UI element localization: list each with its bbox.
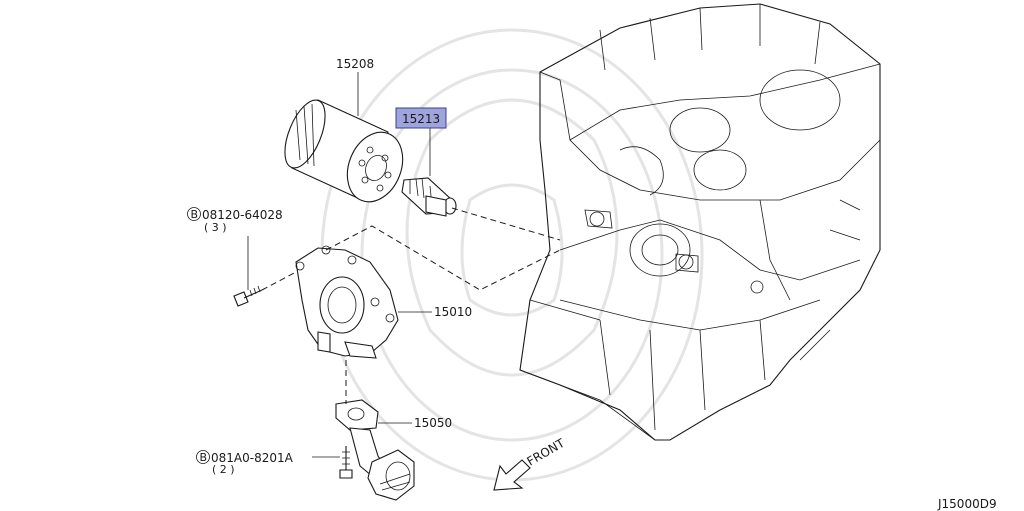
oil-pump-part-number[interactable]: 15010 (434, 305, 472, 319)
front-label: FRONT (525, 436, 568, 469)
bolt-lower-qty: ( 2 ) (212, 463, 235, 476)
bolt-upper-callout[interactable]: B 08120-64028 ( 3 ) (187, 207, 283, 235)
bolt-upper[interactable] (233, 285, 263, 307)
bolt-upper-marker: B (191, 208, 199, 221)
front-direction-indicator: FRONT (493, 436, 568, 491)
oil-strainer[interactable] (335, 399, 415, 501)
bolt-lower-marker: B (200, 451, 208, 464)
bolt-lower-part-number[interactable]: 081A0-8201A (211, 451, 294, 465)
front-arrow-icon (493, 459, 531, 491)
bolt-marker-icon (187, 207, 201, 221)
connector-stud[interactable] (401, 177, 457, 217)
assembly-lines (261, 207, 561, 404)
bolt-lower-callout[interactable]: B 081A0-8201A ( 2 ) (196, 450, 294, 477)
connector-stud-part-number[interactable]: 15213 (402, 112, 440, 126)
oil-pump[interactable] (295, 245, 399, 359)
oil-filter-part-number[interactable]: 15208 (336, 57, 374, 71)
watermark-emblem (320, 28, 704, 482)
strainer-part-number[interactable]: 15050 (414, 416, 452, 430)
bolt-marker-icon (196, 450, 210, 464)
engine-block (519, 3, 881, 441)
bolt-upper-qty: ( 3 ) (204, 221, 227, 234)
bolt-upper-part-number[interactable]: 08120-64028 (202, 208, 283, 222)
diagram-id: J15000D9 (937, 497, 997, 511)
leader-lines (247, 72, 432, 458)
connector-stud-highlight[interactable] (395, 107, 447, 129)
oil-filter[interactable] (277, 95, 413, 210)
bolt-lower[interactable] (339, 446, 353, 479)
